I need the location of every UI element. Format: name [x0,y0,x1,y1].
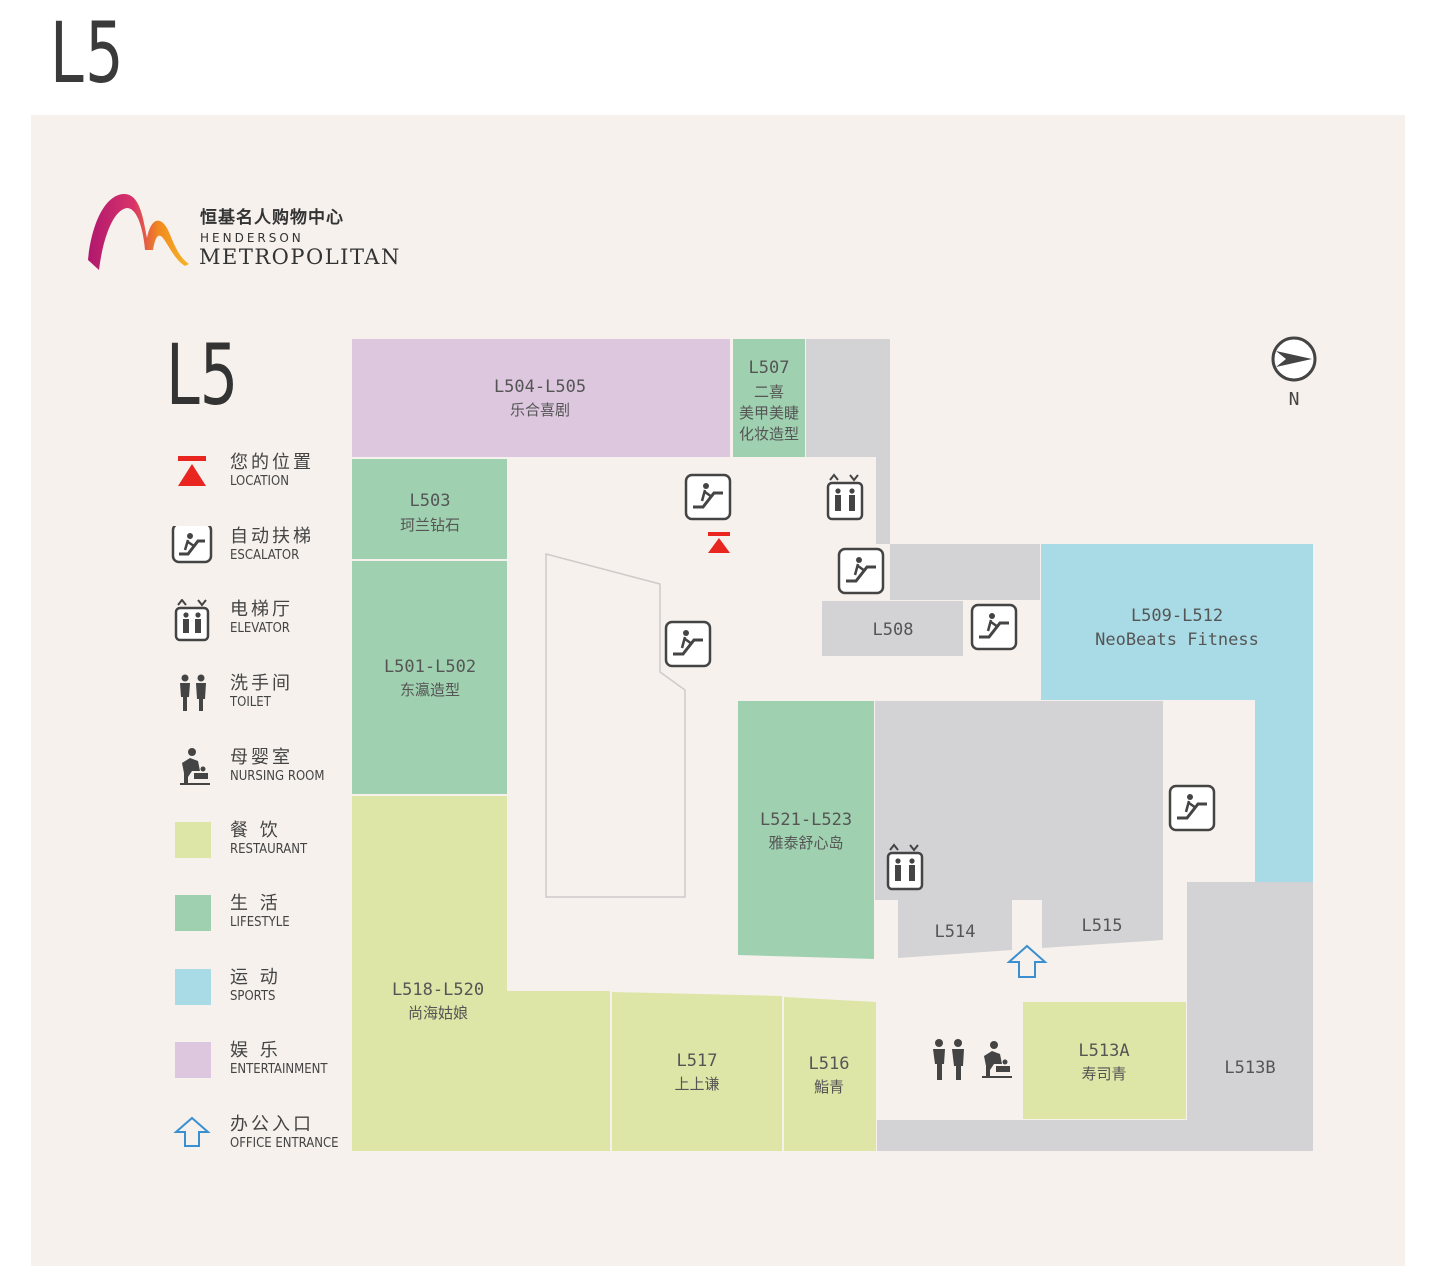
unit-l504-shape [352,339,730,457]
unit-l501-name: 东瀛造型 [400,681,460,699]
office-entrance-arrow-icon [1006,944,1048,978]
unit-l516-code: L516 [809,1054,850,1074]
unit-l507-shape [733,339,805,457]
unit-l513b-shape [1187,882,1313,1120]
unit-l517-shape [612,992,782,1151]
unit-l507-name2: 美甲美睫 [739,404,799,422]
unit-l521-name: 雅泰舒心岛 [768,834,843,852]
you-are-here-marker [708,532,730,553]
unit-l514-shape [898,900,1012,958]
sports-swatch [175,969,211,1005]
unit-l501-shape [352,561,507,794]
compass-north-label: N [1289,389,1300,410]
office-entrance-arrow-icon [173,1116,211,1147]
unit-l507-name1: 二喜 [754,383,784,401]
page-floor-title: L5 [50,4,126,102]
toilet-icon [180,674,206,711]
lifestyle-swatch [175,895,211,931]
unit-l516-shape [784,997,876,1151]
service-zone-north [806,339,890,544]
legend-floor-label: L5 [166,326,239,424]
elevator-icon [174,599,210,642]
unit-l503-code: L503 [410,491,451,511]
escalator-icon [684,473,732,521]
elevator-icon [886,843,924,891]
map-elevators [826,473,924,891]
logo-english-line1: HENDERSON [200,231,304,245]
escalator-icon [837,547,885,595]
legend-item-sports: 运 动 SPORTS [170,967,350,1027]
unit-l515-shape [1042,900,1163,948]
legend-item-toilet: 洗手间 TOILET [170,673,350,733]
legend-item-elevator: 电梯厅 ELEVATOR [170,599,350,659]
restaurant-swatch [175,822,211,858]
unit-l521-shape [738,701,874,959]
unit-l518-name: 尚海姑娘 [408,1004,468,1022]
unit-l507-name3: 化妆造型 [739,425,799,443]
compass-icon: N [1271,336,1317,410]
legend-item-escalator: 自动扶梯 ESCALATOR [170,526,350,586]
service-zones [806,339,1313,1151]
unit-l513a-name: 寿司青 [1081,1065,1126,1083]
service-zone-center-north [890,544,1040,600]
legend-item-entertainment: 娱 乐 ENTERTAINMENT [170,1040,350,1100]
nursing-room-icon [982,1041,1012,1078]
legend-item-lifestyle: 生 活 LIFESTYLE [170,893,350,953]
unit-l513a-code: L513A [1078,1041,1129,1061]
legend-item-location: 您的位置 LOCATION [170,452,350,512]
elevator-icon [826,473,864,521]
unit-l513b-code: L513B [1224,1058,1275,1078]
mall-logo-icon [88,193,189,270]
unit-l507-code: L507 [749,358,790,378]
service-zone-south [877,1120,1313,1151]
unit-l501-code: L501-L502 [384,657,476,677]
escalator-icon [171,526,213,564]
unit-l503-name: 珂兰钻石 [400,516,460,534]
escalator-icon [664,620,712,668]
escalator-icon [1168,784,1216,832]
entertainment-swatch [175,1042,211,1078]
unit-l509-name: NeoBeats Fitness [1095,630,1259,650]
unit-l516-name: 鮨青 [814,1078,844,1096]
unit-l517-code: L517 [677,1051,718,1071]
unit-l504-name: 乐合喜剧 [510,401,570,419]
unit-l518-code: L518-L520 [392,980,484,1000]
unit-l508-shape [822,601,963,656]
unit-l504-code: L504-L505 [494,377,586,397]
unit-l514-code: L514 [935,922,976,942]
unit-l513a-shape [1023,1002,1186,1119]
legend-item-restaurant: 餐 饮 RESTAURANT [170,820,350,880]
map-escalators [664,473,1216,832]
unit-l503-shape [352,459,507,559]
unit-l509-code: L509-L512 [1131,606,1223,626]
unit-l517-name: 上上谦 [674,1075,719,1093]
escalator-icon [970,603,1018,651]
legend-item-nursing-room: 母婴室 NURSING ROOM [170,747,350,807]
unit-l508-code: L508 [873,620,914,640]
unit-l518-shape [352,796,610,1151]
legend-item-office-entrance: 办公入口 OFFICE ENTRANCE [170,1114,350,1174]
atrium-void [545,553,686,898]
unit-l509-shape [1041,544,1313,882]
logo-english-line2: METROPOLITAN [199,245,401,269]
unit-labels: L504-L505 乐合喜剧 L507 二喜 美甲美睫 化妆造型 L503 珂兰… [384,358,1276,1096]
logo-chinese-name: 恒基名人购物中心 [200,208,344,228]
location-marker-icon [178,456,206,486]
nursing-room-icon [180,748,210,785]
unit-l521-code: L521-L523 [760,810,852,830]
toilet-icon [933,1039,964,1080]
unit-l515-code: L515 [1082,916,1123,936]
